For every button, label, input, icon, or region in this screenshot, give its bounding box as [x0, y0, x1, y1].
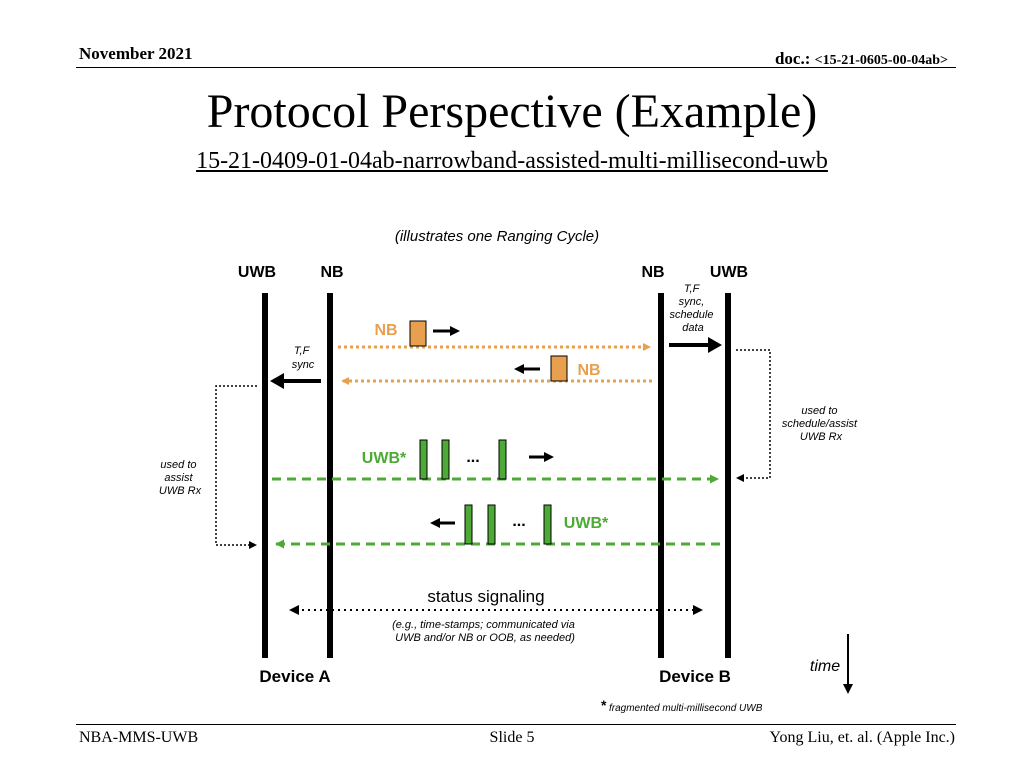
device-b-sync-note-line: schedule	[669, 309, 713, 321]
device-a-sync-note-line: T,F	[294, 345, 311, 357]
status-signaling-title: status signaling	[427, 587, 544, 606]
time-label: time	[810, 658, 840, 675]
device-a-uwb-header: UWB	[238, 264, 276, 281]
assist-note-a-line: assist	[164, 472, 193, 484]
uwb-rx-ellipsis: ...	[512, 513, 525, 530]
device-a-sync-note-line: sync	[292, 359, 315, 371]
status-description-line: UWB and/or NB or OOB, as needed)	[395, 632, 575, 644]
uwb-fragment	[487, 504, 496, 545]
time-axis-arrowhead	[843, 684, 853, 694]
device-b-sync-note: T,F sync, schedule data	[669, 283, 716, 334]
assist-bracket-b	[736, 349, 771, 479]
nb-rx-label: NB	[577, 362, 600, 379]
footer-slide-number: Slide 5	[489, 729, 535, 746]
nb-tx-label: NB	[374, 322, 397, 339]
assist-note-b: used to schedule/assist UWB Rx	[782, 405, 860, 443]
uwb-fragment	[498, 439, 507, 480]
uwb-tx-ellipsis: ...	[466, 449, 479, 466]
assist-note-a-line: used to	[160, 459, 196, 471]
assist-bracket-b-arrowhead	[736, 474, 744, 482]
status-signaling-description: (e.g., time-stamps; communicated via UWB…	[392, 619, 578, 644]
assist-note-b-line: used to	[801, 405, 837, 417]
status-arrowhead-right	[693, 605, 703, 615]
device-b-sync-note-line: T,F	[684, 283, 701, 295]
nb-packet-b	[550, 355, 568, 382]
footnote-star: *	[601, 697, 607, 713]
assist-note-b-line: UWB Rx	[800, 431, 843, 443]
device-b-uwb-header: UWB	[710, 264, 748, 281]
device-b-sync-note-line: sync,	[679, 296, 705, 308]
uwb-fragment	[543, 504, 552, 545]
slide-title: Protocol Perspective (Example)	[206, 85, 818, 138]
footer-rule	[76, 724, 956, 725]
uwb-direction-arrowhead-left	[430, 518, 440, 528]
assist-note-b-line: schedule/assist	[782, 418, 858, 430]
device-a-label: Device A	[259, 667, 330, 686]
nb-packet-a	[409, 320, 427, 347]
assist-bracket-a-arrowhead	[249, 541, 257, 549]
doc-prefix: doc.:	[774, 49, 815, 68]
uwb-fragment	[441, 439, 450, 480]
assist-note-a-line: UWB Rx	[159, 485, 202, 497]
device-a-nb-header: NB	[320, 264, 343, 281]
uwb-fragment	[464, 504, 473, 545]
uwb-fragment	[419, 439, 428, 480]
uwb-tx-label: UWB*	[362, 450, 407, 467]
header-date: November 2021	[79, 44, 193, 63]
device-b-sync-arrowhead	[708, 337, 722, 353]
uwb-rx-label: UWB*	[564, 515, 609, 532]
uwb-direction-arrowhead-right	[544, 452, 554, 462]
device-b-nb-header: NB	[641, 264, 664, 281]
footnote-text: fragmented multi-millisecond UWB	[609, 703, 763, 714]
footer-author: Yong Liu, et. al. (Apple Inc.)	[769, 729, 955, 746]
header-doc-id: doc.: <15-21-0605-00-04ab>	[775, 49, 948, 69]
device-a-sync-note: T,F sync	[292, 345, 315, 371]
device-b-sync-note-line: data	[682, 322, 703, 334]
assist-note-a: used to assist UWB Rx	[159, 459, 202, 497]
device-a-sync-arrowhead	[270, 373, 284, 389]
header-rule	[76, 67, 956, 68]
nb-direction-arrowhead-right	[450, 326, 460, 336]
cycle-caption: (illustrates one Ranging Cycle)	[395, 228, 599, 245]
assist-bracket-a	[215, 385, 257, 546]
status-arrowhead-left	[289, 605, 299, 615]
slide-subtitle[interactable]: 15-21-0409-01-04ab-narrowband-assisted-m…	[196, 148, 828, 174]
doc-number: <15-21-0605-00-04ab>	[814, 53, 948, 68]
nb-direction-arrowhead-left	[514, 364, 524, 374]
device-b-label: Device B	[659, 667, 731, 686]
status-description-line: (e.g., time-stamps; communicated via	[392, 619, 575, 631]
footer-left: NBA-MMS-UWB	[79, 729, 199, 746]
